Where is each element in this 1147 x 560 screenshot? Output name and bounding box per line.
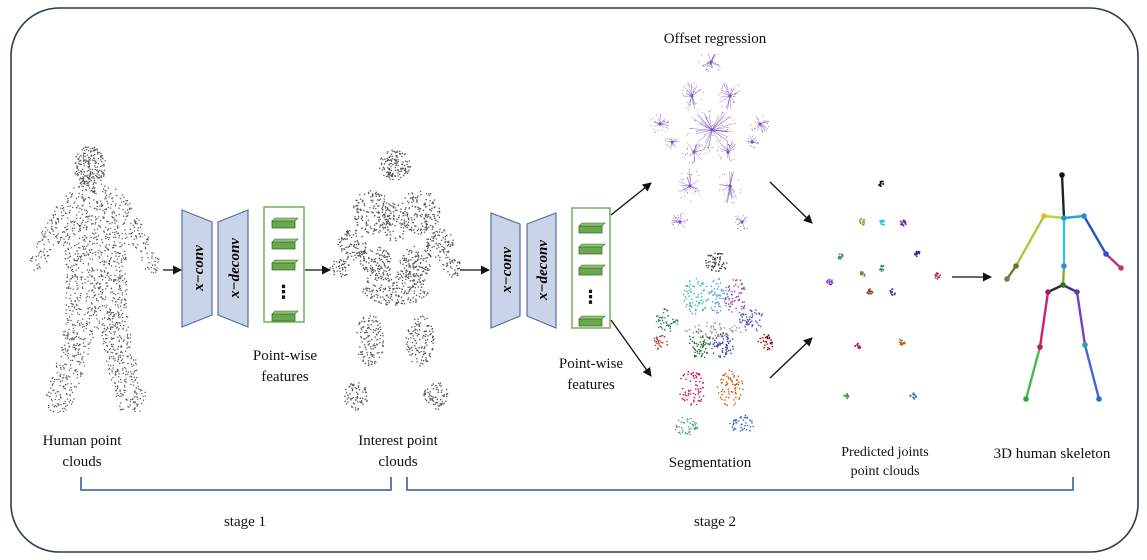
conv-label-2: x−conv xyxy=(499,247,515,294)
predicted-joints-cloud xyxy=(826,180,941,400)
joint-l_shoulder xyxy=(1041,213,1047,219)
feature-ellipsis: ⋮ xyxy=(275,282,293,303)
arrow-offset-to-joints xyxy=(769,181,813,224)
feature-cell xyxy=(578,246,603,255)
joint-l_foot xyxy=(1023,396,1029,402)
bone-spine-pelvis xyxy=(1061,264,1066,287)
feature-box-2 xyxy=(571,207,611,329)
offset-regression-cloud xyxy=(650,53,770,231)
feature-stack-2: ⋮ xyxy=(578,222,606,327)
feature-box-1 xyxy=(263,206,305,323)
stage1-bracket xyxy=(80,477,392,491)
pointwise-features-label-2: Point-wise features xyxy=(558,356,624,393)
stage2-bracket xyxy=(406,477,1074,491)
conv-block-2 xyxy=(490,212,521,329)
joint-head xyxy=(1059,172,1065,178)
deconv-block-2 xyxy=(526,212,557,329)
joint-r_shoulder xyxy=(1081,213,1087,219)
feature-cell xyxy=(271,313,296,322)
bone-l_knee-l_foot xyxy=(1024,345,1042,401)
human-point-clouds-label: Human point clouds xyxy=(42,433,122,470)
bone-r_elbow-r_hand xyxy=(1104,252,1123,270)
arrow-seg-to-joints xyxy=(769,337,813,379)
feature-cell xyxy=(578,267,603,276)
human-point-cloud xyxy=(29,146,160,413)
deconv-label-2: x−deconv xyxy=(535,240,551,301)
feature-stack-1: ⋮ xyxy=(271,217,299,322)
network-block-1: x−conv x−deconv ⋮ xyxy=(181,206,305,328)
feature-cell xyxy=(578,318,603,327)
bone-l_shoulder-l_elbow xyxy=(1014,214,1046,268)
predicted-joints-label: Predicted joints point clouds xyxy=(841,445,929,479)
segmentation-label: Segmentation xyxy=(668,455,752,471)
bone-r_shoulder-r_elbow xyxy=(1082,214,1108,256)
joint-l_knee xyxy=(1037,344,1043,350)
stage1-label: stage 1 xyxy=(223,514,267,530)
bone-neck-r_shoulder xyxy=(1062,214,1086,220)
bone-r_knee-r_foot xyxy=(1083,343,1101,401)
joint-r_elbow xyxy=(1103,251,1109,257)
deconv-label-1: x−deconv xyxy=(227,238,243,299)
bone-l_hip-l_knee xyxy=(1038,290,1050,349)
joint-l_hip xyxy=(1045,289,1051,295)
stage2-label: stage 2 xyxy=(693,514,737,530)
bone-neck-l_shoulder xyxy=(1042,214,1066,220)
feature-ellipsis: ⋮ xyxy=(582,287,600,308)
offset-regression-label: Offset regression xyxy=(663,31,767,47)
arrow-to-segmentation xyxy=(610,319,652,377)
interest-point-cloud xyxy=(329,149,462,411)
joint-spine xyxy=(1061,263,1067,269)
conv-block-1 xyxy=(181,209,213,328)
conv-label-1: x−conv xyxy=(191,245,207,292)
bone-r_hip-r_knee xyxy=(1075,290,1087,347)
feature-cell xyxy=(578,225,603,234)
deconv-block-1 xyxy=(217,209,249,328)
joint-r_foot xyxy=(1096,396,1102,402)
outer-frame xyxy=(10,7,1139,553)
joint-r_hand xyxy=(1118,265,1124,271)
skeleton-figure xyxy=(1004,172,1124,402)
joint-r_knee xyxy=(1082,342,1088,348)
joint-pelvis xyxy=(1060,282,1066,288)
feature-cell xyxy=(271,220,296,229)
network-block-2: x−conv x−deconv ⋮ xyxy=(490,207,611,329)
segmentation-cloud xyxy=(653,252,774,436)
joint-l_hand xyxy=(1004,276,1010,282)
interest-point-clouds-label: Interest point clouds xyxy=(358,433,438,470)
feature-cell xyxy=(271,262,296,271)
joint-neck xyxy=(1061,215,1067,221)
arrow-to-offset xyxy=(610,182,652,216)
bone-head-neck xyxy=(1060,173,1066,220)
joint-l_elbow xyxy=(1013,263,1019,269)
feature-cell xyxy=(271,241,296,250)
skeleton-label: 3D human skeleton xyxy=(993,446,1111,462)
joint-r_hip xyxy=(1074,289,1080,295)
pointwise-features-label-1: Point-wise features xyxy=(252,348,318,385)
